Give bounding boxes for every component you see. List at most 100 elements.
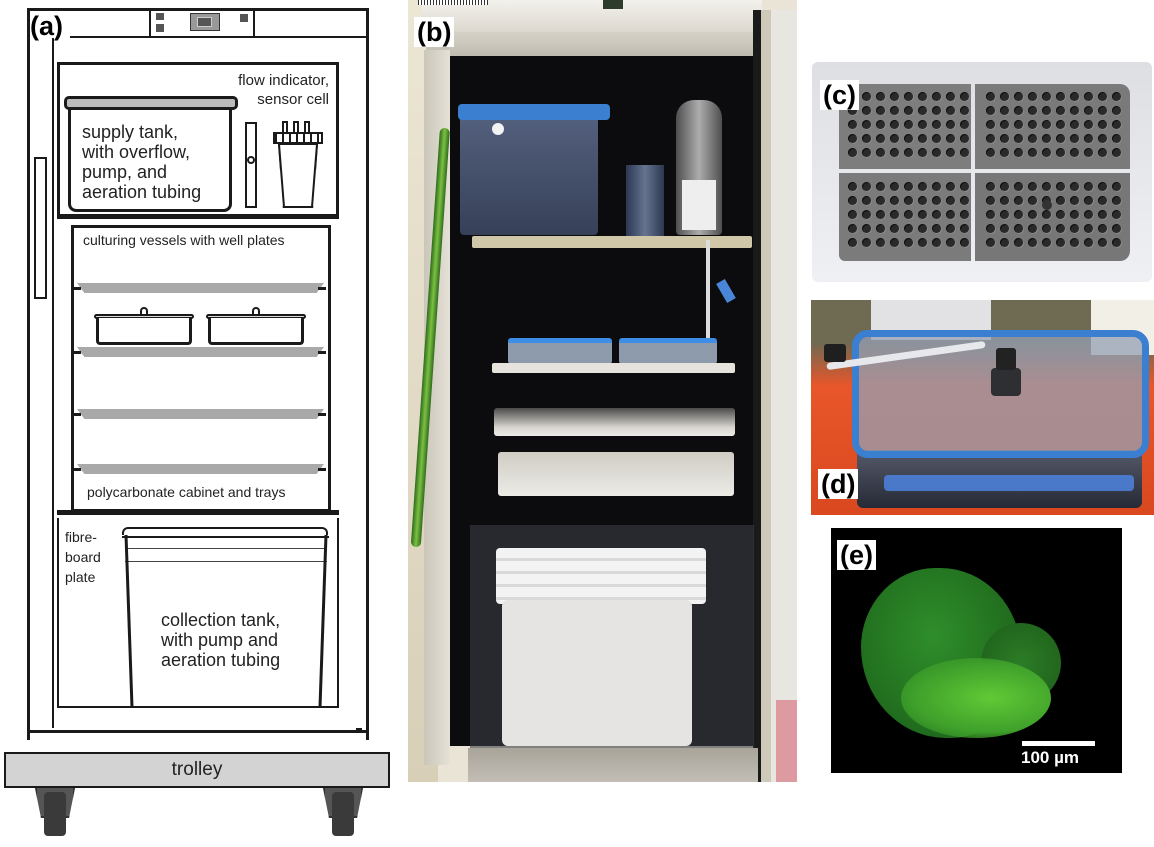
panel-a-schematic: flow indicator, sensor cell supply tank,…: [0, 0, 400, 847]
top-shelf: [472, 236, 752, 248]
well: [848, 238, 857, 247]
culture-vessel-photo: [508, 338, 612, 364]
supply-tank-lid: [64, 96, 238, 110]
tray-bracket: [318, 413, 326, 416]
sensor-cell-cap: [273, 132, 323, 144]
cabinet-right-wall: [366, 8, 369, 740]
panel-a-label: (a): [30, 11, 63, 41]
well: [932, 210, 941, 219]
well: [1112, 92, 1121, 101]
well: [960, 210, 969, 219]
well: [890, 196, 899, 205]
vessel-tube-icon: [252, 307, 260, 314]
inner-frame-left: [52, 38, 54, 728]
well: [918, 120, 927, 129]
well: [904, 134, 913, 143]
collection-tank-ring: [125, 561, 327, 562]
well: [1042, 182, 1051, 191]
incubator-frame-top: [426, 32, 756, 56]
barcode-label: [418, 0, 488, 5]
well: [1112, 106, 1121, 115]
well: [960, 134, 969, 143]
well: [986, 92, 995, 101]
culture-vessel-photo: [619, 338, 717, 364]
caster-wheel-icon: [44, 792, 66, 836]
supply-tank-label: supply tank, with overflow, pump, and ae…: [82, 122, 202, 202]
incubator-top-panel: [422, 0, 762, 32]
well: [876, 106, 885, 115]
well: [862, 134, 871, 143]
well: [960, 238, 969, 247]
well: [960, 196, 969, 205]
base-corner-mark: [356, 728, 362, 731]
well: [960, 182, 969, 191]
well: [862, 196, 871, 205]
well: [876, 148, 885, 157]
well: [1014, 148, 1023, 157]
well: [1014, 106, 1023, 115]
well: [890, 238, 899, 247]
well: [1070, 224, 1079, 233]
well: [946, 224, 955, 233]
well: [918, 134, 927, 143]
well: [946, 182, 955, 191]
tray-bracket: [73, 468, 81, 471]
bottle-label: [682, 180, 716, 230]
tray-bracket: [73, 351, 81, 354]
tray-bracket: [73, 413, 81, 416]
collection-compartment: [57, 518, 339, 708]
well: [848, 196, 857, 205]
well: [862, 120, 871, 129]
well: [1028, 196, 1037, 205]
well: [1056, 238, 1065, 247]
incubator-display-icon: [603, 0, 623, 9]
sensor-probe: [304, 121, 310, 133]
well: [918, 210, 927, 219]
well: [1014, 92, 1023, 101]
well: [862, 148, 871, 157]
well: [862, 106, 871, 115]
well: [848, 148, 857, 157]
well: [1042, 148, 1051, 157]
well: [932, 238, 941, 247]
well: [904, 210, 913, 219]
control-panel-right: [253, 8, 255, 36]
well: [1070, 238, 1079, 247]
well: [876, 238, 885, 247]
well: [1042, 238, 1051, 247]
well: [1056, 210, 1065, 219]
well: [1028, 238, 1037, 247]
well: [1042, 120, 1051, 129]
cabinet-trays-label: polycarbonate cabinet and trays: [87, 484, 286, 500]
panel-e-micrograph: 100 µm (e): [831, 528, 1122, 773]
well: [1112, 238, 1121, 247]
shelf-divider: [57, 214, 339, 219]
collection-tank-lid-photo: [496, 548, 706, 604]
well: [1000, 134, 1009, 143]
fibreboard-label: fibre- board plate: [65, 529, 101, 585]
well: [904, 224, 913, 233]
trolley: trolley: [4, 752, 390, 788]
well: [960, 148, 969, 157]
panel-d-photo: (d): [811, 300, 1154, 515]
tray-photo: [492, 363, 735, 373]
tray-bracket: [318, 287, 326, 290]
well: [1098, 182, 1107, 191]
well: [1056, 134, 1065, 143]
vessel-clip: [884, 475, 1134, 491]
well: [876, 210, 885, 219]
tube-connector-icon: [824, 344, 846, 362]
outlet-elbow-icon: [996, 348, 1016, 370]
well: [918, 224, 927, 233]
well: [876, 224, 885, 233]
well: [1098, 224, 1107, 233]
tray-photo: [498, 452, 734, 496]
vessel-tube-icon: [140, 307, 148, 314]
well: [1056, 106, 1065, 115]
well: [1098, 120, 1107, 129]
well: [1014, 224, 1023, 233]
well: [862, 210, 871, 219]
well: [848, 106, 857, 115]
well: [1098, 238, 1107, 247]
well: [1042, 210, 1051, 219]
